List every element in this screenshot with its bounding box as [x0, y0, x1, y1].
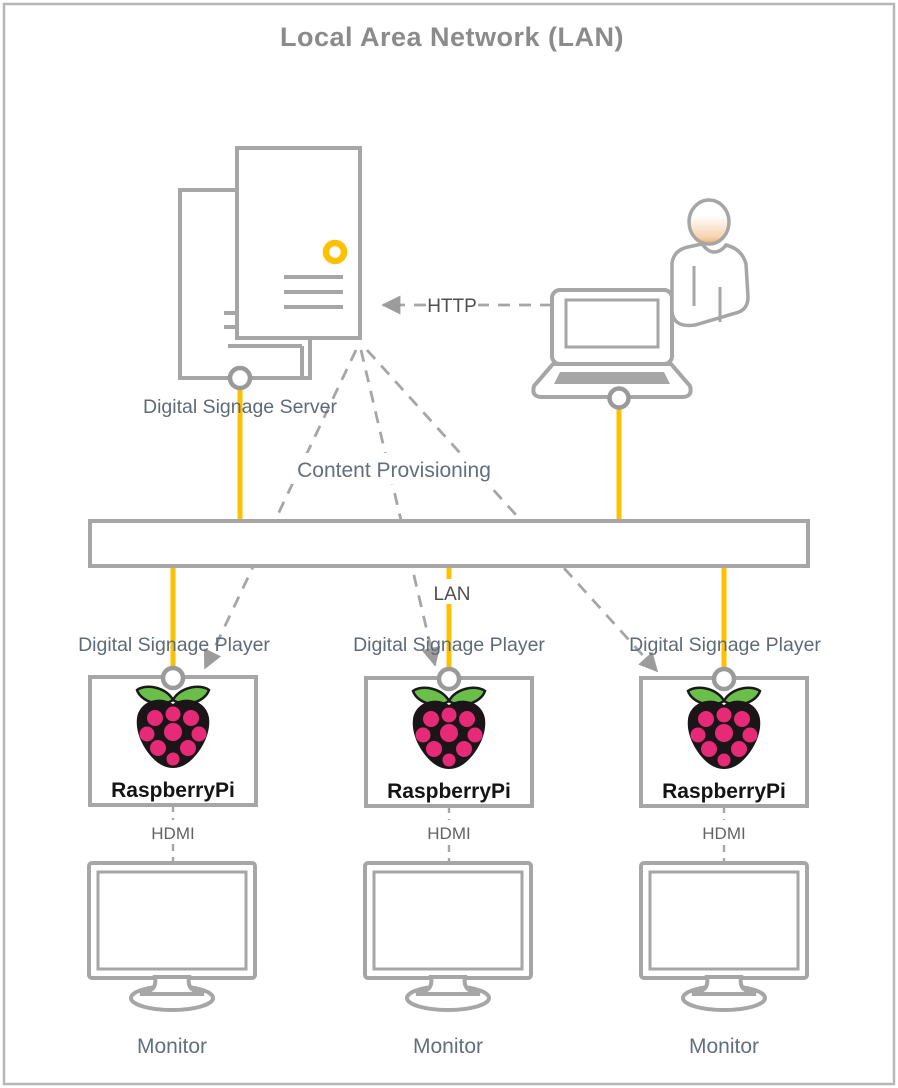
keyboard-area: [554, 372, 670, 384]
person-icon: [670, 198, 750, 328]
monitor-label-3: Monitor: [689, 1035, 759, 1058]
player-3-label: Digital Signage Player: [629, 634, 821, 656]
player-box-1: RaspberryPi: [88, 665, 258, 807]
power-led-icon: [322, 239, 348, 265]
hdmi-label-1: HDMI: [151, 824, 194, 843]
http-label: HTTP: [427, 296, 477, 317]
server-label: Digital Signage Server: [143, 396, 338, 418]
lan-label: LAN: [434, 584, 471, 605]
player-2-label: Digital Signage Player: [353, 634, 545, 656]
lan-bus-bar: [88, 519, 810, 568]
provisioning-label-bg: [281, 453, 507, 484]
server-connector-node: [227, 365, 253, 391]
server-icon: [178, 146, 362, 391]
player-2-device-label: RaspberryPi: [387, 780, 511, 803]
content-provisioning-label-group: Content Provisioning: [281, 453, 507, 484]
provisioning-arrow-3: [365, 349, 659, 673]
hdmi-link-2: HDMI: [422, 806, 476, 863]
hdmi-link-3: HDMI: [697, 806, 751, 863]
player-1-device-label: RaspberryPi: [111, 779, 235, 802]
hdmi-link-1: HDMI: [146, 805, 200, 863]
player-3-connector-node: [711, 666, 737, 692]
laptop-icon: [531, 288, 693, 410]
lan-label-group: LAN: [427, 579, 475, 605]
monitor-label-1: Monitor: [137, 1035, 207, 1058]
player-2-connector-node: [436, 666, 462, 692]
hdmi-label-3: HDMI: [702, 824, 745, 843]
monitor-icon-3: [639, 861, 809, 1012]
player-box-2: RaspberryPi: [364, 666, 534, 808]
content-provisioning-arrows: [203, 349, 659, 673]
lan-label-bg: [427, 579, 475, 604]
hdmi-label-2: HDMI: [427, 824, 470, 843]
player-box-3: RaspberryPi: [639, 666, 809, 808]
http-label-bg: [426, 291, 478, 318]
provisioning-arrow-1: [203, 349, 358, 670]
diagram-title: Local Area Network (LAN): [280, 22, 624, 52]
player-1-connector-node: [160, 665, 186, 691]
monitor-label-2: Monitor: [413, 1035, 483, 1058]
player-1-label: Digital Signage Player: [78, 634, 270, 656]
monitor-icon-2: [363, 861, 533, 1012]
http-arrow-group: HTTP: [381, 291, 552, 318]
player-3-device-label: RaspberryPi: [662, 780, 786, 803]
person-head: [687, 198, 731, 246]
content-provisioning-label: Content Provisioning: [297, 459, 491, 482]
laptop-connector-node: [607, 386, 631, 410]
monitor-icon-1: [87, 861, 257, 1012]
provisioning-arrow-2: [359, 349, 441, 667]
